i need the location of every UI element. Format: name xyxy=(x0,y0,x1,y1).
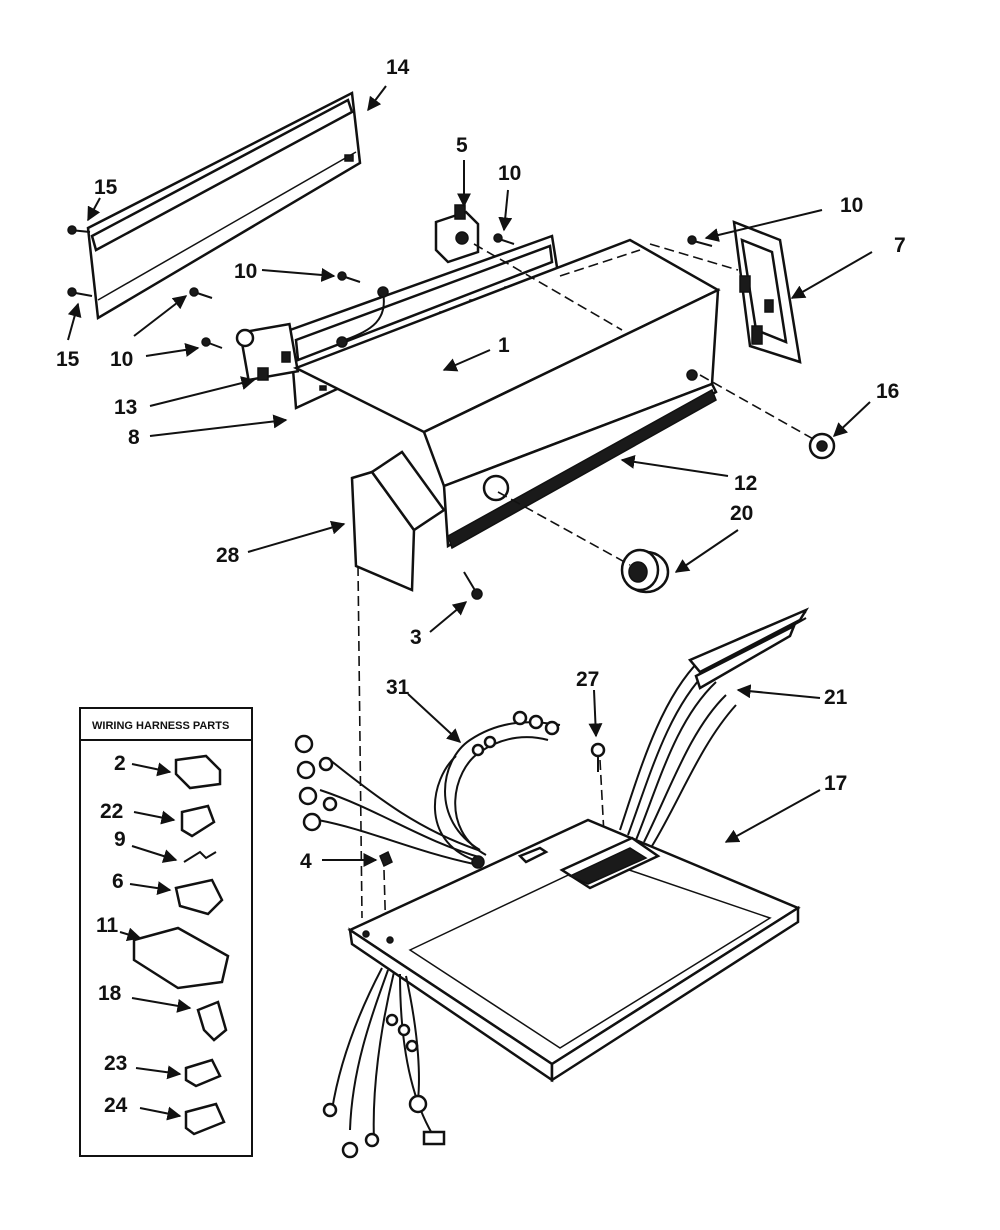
inset-item-6: 6 xyxy=(112,870,124,893)
inset-part-9 xyxy=(183,850,217,863)
callout-12: 12 xyxy=(734,472,757,495)
part-5-block xyxy=(434,204,480,264)
callout-27: 27 xyxy=(576,668,599,691)
part-28-end-cap xyxy=(350,450,446,592)
inset-part-2 xyxy=(174,754,222,790)
part-10-screw-2 xyxy=(189,287,213,299)
inset-item-11: 11 xyxy=(96,914,119,937)
callout-20: 20 xyxy=(730,502,753,525)
callout-15-bottom: 15 xyxy=(56,348,80,371)
callout-labels: 14 15 15 5 10 10 7 10 10 1 13 8 16 12 28… xyxy=(56,56,906,873)
inset-part-6 xyxy=(174,878,224,916)
inset-item-22: 22 xyxy=(100,800,123,823)
part-4-clip xyxy=(379,850,393,868)
callout-3: 3 xyxy=(410,626,422,649)
callout-16: 16 xyxy=(876,380,899,403)
inset-part-23 xyxy=(184,1058,222,1088)
callout-15-top: 15 xyxy=(94,176,118,199)
inset-item-9: 9 xyxy=(114,828,126,851)
callout-13: 13 xyxy=(114,396,137,419)
callout-31: 31 xyxy=(386,676,410,699)
part-10-screw-5 xyxy=(687,235,713,247)
inset-item-23: 23 xyxy=(104,1052,127,1075)
part-20-knob xyxy=(620,548,670,594)
inset-item-24: 24 xyxy=(104,1094,128,1117)
callout-14: 14 xyxy=(386,56,410,79)
inset-part-22 xyxy=(180,804,216,838)
inset-title: WIRING HARNESS PARTS xyxy=(92,720,229,732)
callout-10-right: 10 xyxy=(840,194,863,217)
part-16-knob xyxy=(808,432,836,460)
part-15-screw-bottom xyxy=(67,287,93,297)
callout-28: 28 xyxy=(216,544,240,567)
callout-4: 4 xyxy=(300,850,312,873)
callout-leaders xyxy=(67,85,873,867)
callout-17: 17 xyxy=(824,772,847,795)
part-10-screw-3 xyxy=(201,337,223,349)
callout-10-mid: 10 xyxy=(234,260,257,283)
part-7-bracket xyxy=(732,220,802,364)
part-14-back-panel xyxy=(86,91,362,321)
inset-item-2: 2 xyxy=(114,752,126,775)
wiring-harness-parts-inset: WIRING HARNESS PARTS 2 22 9 6 11 18 23 2… xyxy=(79,707,253,1157)
inset-part-11 xyxy=(132,926,230,990)
part-13-switch xyxy=(235,322,300,382)
wire-lead xyxy=(336,286,389,348)
top-harness-left xyxy=(294,734,483,865)
part-31-harness xyxy=(433,710,561,861)
part-12-console xyxy=(292,238,721,550)
callout-7: 7 xyxy=(894,234,906,257)
part-15-screw-top xyxy=(67,225,91,235)
callout-10-top: 10 xyxy=(498,162,521,185)
part-27-screw xyxy=(590,742,606,772)
bottom-harness xyxy=(322,967,446,1159)
part-10-screw-4 xyxy=(493,233,515,245)
part-10-screw-1 xyxy=(337,271,361,283)
callout-10-left: 10 xyxy=(110,348,133,371)
inset-item-18: 18 xyxy=(98,982,122,1005)
callout-8: 8 xyxy=(128,426,140,449)
callout-1: 1 xyxy=(498,334,510,357)
inset-part-18 xyxy=(196,1000,228,1042)
inset-part-24 xyxy=(184,1102,226,1136)
callout-21: 21 xyxy=(824,686,848,709)
part-21-harness xyxy=(619,607,810,847)
callout-5: 5 xyxy=(456,134,468,157)
part-3-screw xyxy=(463,571,483,600)
part-17-top-cover xyxy=(347,818,801,1083)
